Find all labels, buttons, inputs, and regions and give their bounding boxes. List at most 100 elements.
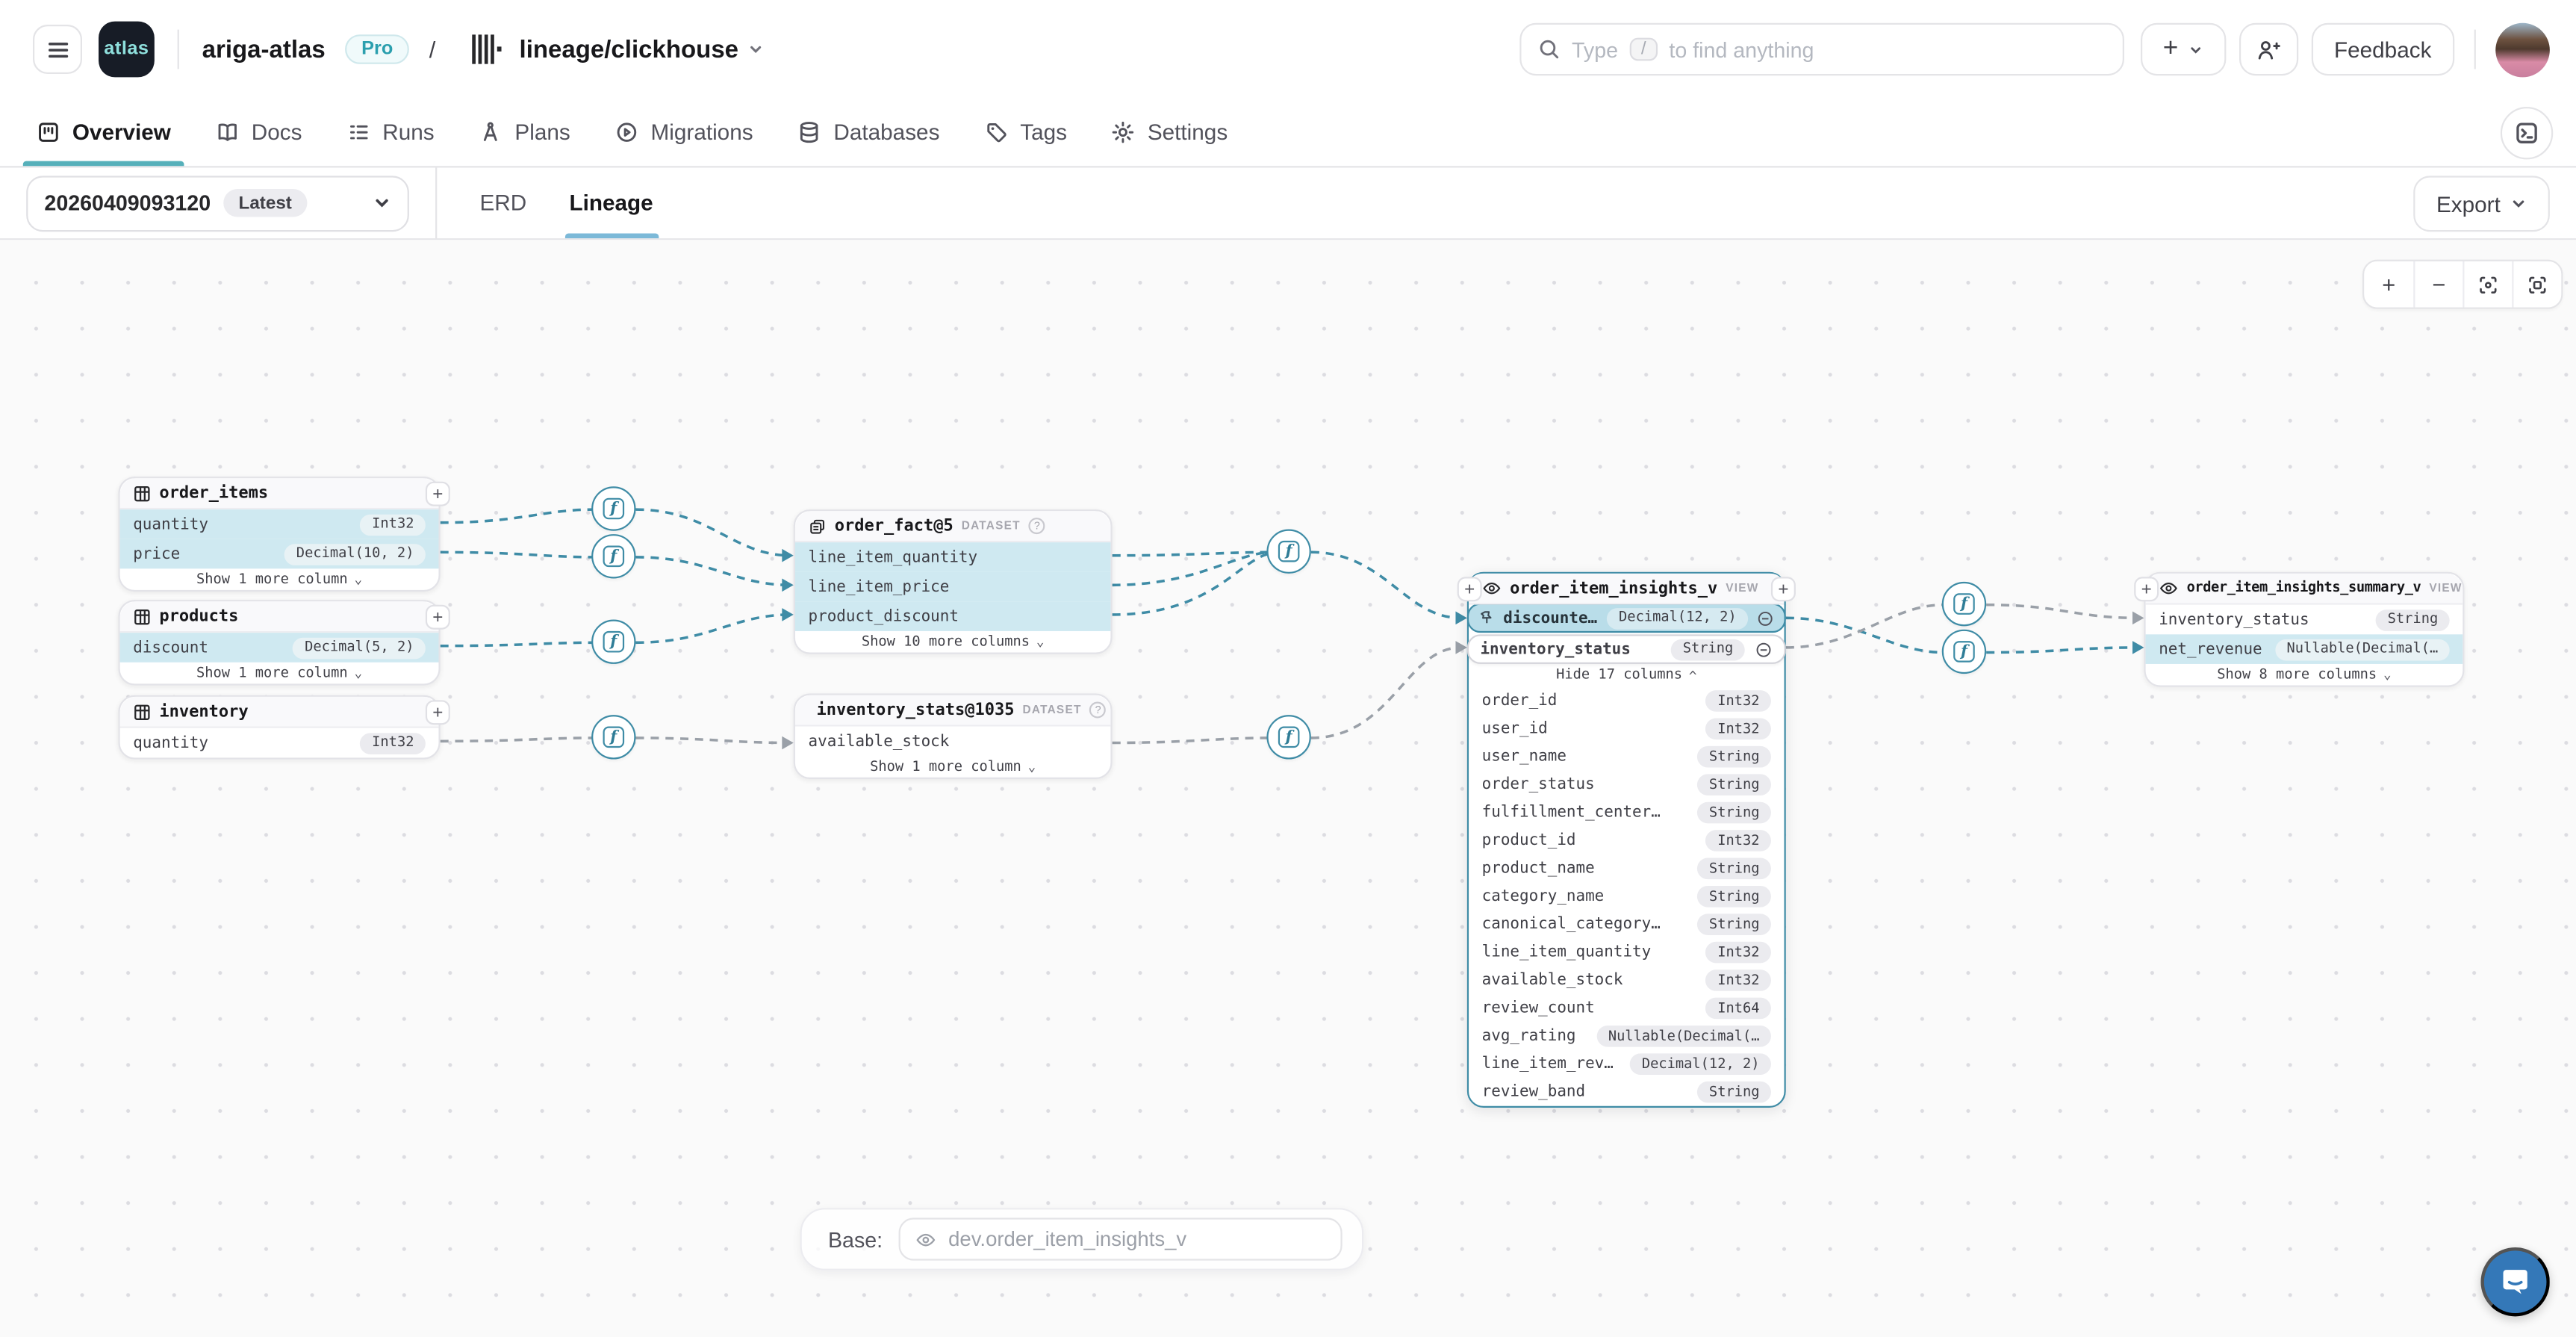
column-row[interactable]: line_item_revenueDecimal(12, 2) [1469, 1050, 1784, 1078]
feedback-button[interactable]: Feedback [2311, 22, 2455, 76]
tab-databases[interactable]: Databases [797, 99, 939, 166]
global-search-input[interactable]: Type / to find anything [1519, 22, 2124, 76]
node-order-item-insights-v[interactable]: + order_item_insights_v VIEW + discounte… [1457, 571, 1796, 1108]
transform-node[interactable]: f [591, 619, 636, 664]
selected-column-row[interactable]: inventory_status String [1466, 634, 1786, 664]
atlas-logo[interactable]: atlas [99, 21, 155, 78]
node-inventory-stats[interactable]: inventory_stats@1035 DATASET ? available… [793, 693, 1113, 779]
hamburger-menu-button[interactable] [33, 25, 83, 75]
hide-column-icon[interactable] [1756, 609, 1774, 627]
node-header[interactable]: order_fact@5 DATASET ? [794, 511, 1111, 543]
function-icon: f [1278, 726, 1300, 748]
user-avatar[interactable] [2495, 22, 2550, 77]
node-header[interactable]: inventory_stats@1035 DATASET ? [794, 695, 1111, 727]
zoom-in-button[interactable]: + [2364, 261, 2414, 308]
column-row[interactable]: product_discount [794, 601, 1111, 631]
node-header[interactable]: + order_item_insights_summary_v VIEW [2134, 573, 2463, 605]
version-selector[interactable]: 20260409093120 Latest [26, 175, 409, 232]
column-row[interactable]: quantity Int32 [120, 728, 439, 758]
tab-erd[interactable]: ERD [479, 190, 527, 216]
node-header[interactable]: inventory + [119, 696, 450, 728]
cli-panel-button[interactable] [2500, 107, 2554, 160]
tab-settings[interactable]: Settings [1111, 99, 1228, 166]
tab-plans[interactable]: Plans [479, 99, 570, 166]
column-row[interactable]: discount Decimal(5, 2) [119, 633, 439, 663]
column-row[interactable]: inventory_status String [2146, 605, 2463, 635]
column-row[interactable]: line_item_quantity [794, 542, 1111, 572]
expand-upstream-button[interactable]: + [1457, 577, 1482, 602]
expand-node-button[interactable]: + [425, 604, 450, 630]
show-more-columns[interactable]: Show 1 more column ⌄ [196, 665, 363, 682]
help-icon[interactable]: ? [1089, 701, 1107, 719]
show-more-columns[interactable]: Show 8 more columns ⌄ [2217, 666, 2392, 683]
node-header[interactable]: products + [119, 601, 450, 633]
transform-node[interactable]: f [591, 486, 636, 531]
search-placeholder-suffix: to find anything [1669, 37, 1814, 62]
transform-node[interactable]: f [591, 715, 636, 760]
tab-overview[interactable]: Overview [22, 99, 184, 167]
node-order-items[interactable]: order_items + quantity Int32 price Decim… [118, 477, 450, 592]
column-row[interactable]: fulfillment_center…String [1469, 798, 1784, 826]
column-row[interactable]: quantity Int32 [119, 509, 439, 539]
show-more-columns[interactable]: Show 1 more column ⌄ [196, 571, 363, 588]
column-row[interactable]: canonical_category…String [1469, 911, 1784, 938]
view-icon [916, 1232, 936, 1246]
lineage-canvas[interactable]: f f f f f f f f order_items + quantity I… [0, 240, 2576, 1337]
hide-column-icon[interactable] [1755, 640, 1773, 658]
org-name[interactable]: ariga-atlas [202, 35, 326, 63]
expand-downstream-button[interactable]: + [1770, 577, 1796, 602]
view-label: VIEW [1726, 583, 1759, 595]
tab-tags[interactable]: Tags [984, 99, 1067, 166]
show-more-columns[interactable]: Show 1 more column ⌄ [870, 758, 1036, 775]
create-new-button[interactable]: + [2140, 22, 2226, 76]
transform-node[interactable]: f [1266, 529, 1311, 574]
tab-lineage[interactable]: Lineage [564, 167, 659, 239]
top-bar: atlas ariga-atlas Pro / lineage/clickhou… [0, 0, 2576, 99]
zoom-out-button[interactable]: − [2413, 261, 2463, 308]
transform-node[interactable]: f [1941, 629, 1987, 674]
base-target-input[interactable]: dev.order_item_insights_v [899, 1217, 1343, 1261]
tab-runs[interactable]: Runs [346, 99, 435, 166]
column-row[interactable]: line_item_price [794, 571, 1111, 602]
export-button[interactable]: Export [2413, 176, 2550, 232]
hide-columns-toggle[interactable]: Hide 17 columns ^ [1556, 667, 1697, 684]
expand-node-button[interactable]: + [425, 700, 450, 725]
transform-node[interactable]: f [1941, 581, 1987, 627]
chat-launcher-button[interactable] [2480, 1247, 2550, 1317]
column-row[interactable]: price Decimal(10, 2) [119, 539, 439, 569]
node-order-item-insights-summary-v[interactable]: + order_item_insights_summary_v VIEW inv… [2134, 571, 2465, 687]
center-view-button[interactable] [2463, 261, 2513, 308]
node-inventory[interactable]: inventory + quantity Int32 [118, 695, 450, 760]
pinned-column-row[interactable]: discounted_line… Decimal(12, 2) [1466, 603, 1786, 633]
column-row[interactable]: net_revenue Nullable(Decimal(… [2145, 634, 2463, 664]
expand-node-button[interactable]: + [425, 481, 450, 506]
node-order-fact[interactable]: order_fact@5 DATASET ? line_item_quantit… [793, 509, 1113, 654]
expand-upstream-button[interactable]: + [2134, 577, 2159, 602]
node-header[interactable]: order_items + [119, 478, 450, 510]
transform-node[interactable]: f [1266, 715, 1311, 760]
column-row[interactable]: available_stock [808, 732, 950, 751]
tab-migrations[interactable]: Migrations [615, 99, 753, 166]
node-products[interactable]: products + discount Decimal(5, 2) Show 1… [118, 600, 450, 686]
show-more-columns[interactable]: Show 10 more columns ⌄ [861, 633, 1045, 651]
node-header[interactable]: + order_item_insights_v VIEW + [1457, 573, 1796, 605]
project-name[interactable]: lineage/clickhouse [519, 35, 739, 63]
fit-view-button[interactable] [2512, 261, 2562, 308]
project-chevron-icon[interactable] [747, 41, 763, 58]
transform-node[interactable]: f [591, 534, 636, 579]
tab-docs[interactable]: Docs [215, 99, 302, 166]
help-icon[interactable]: ? [1028, 518, 1045, 535]
invite-user-button[interactable] [2239, 22, 2298, 76]
